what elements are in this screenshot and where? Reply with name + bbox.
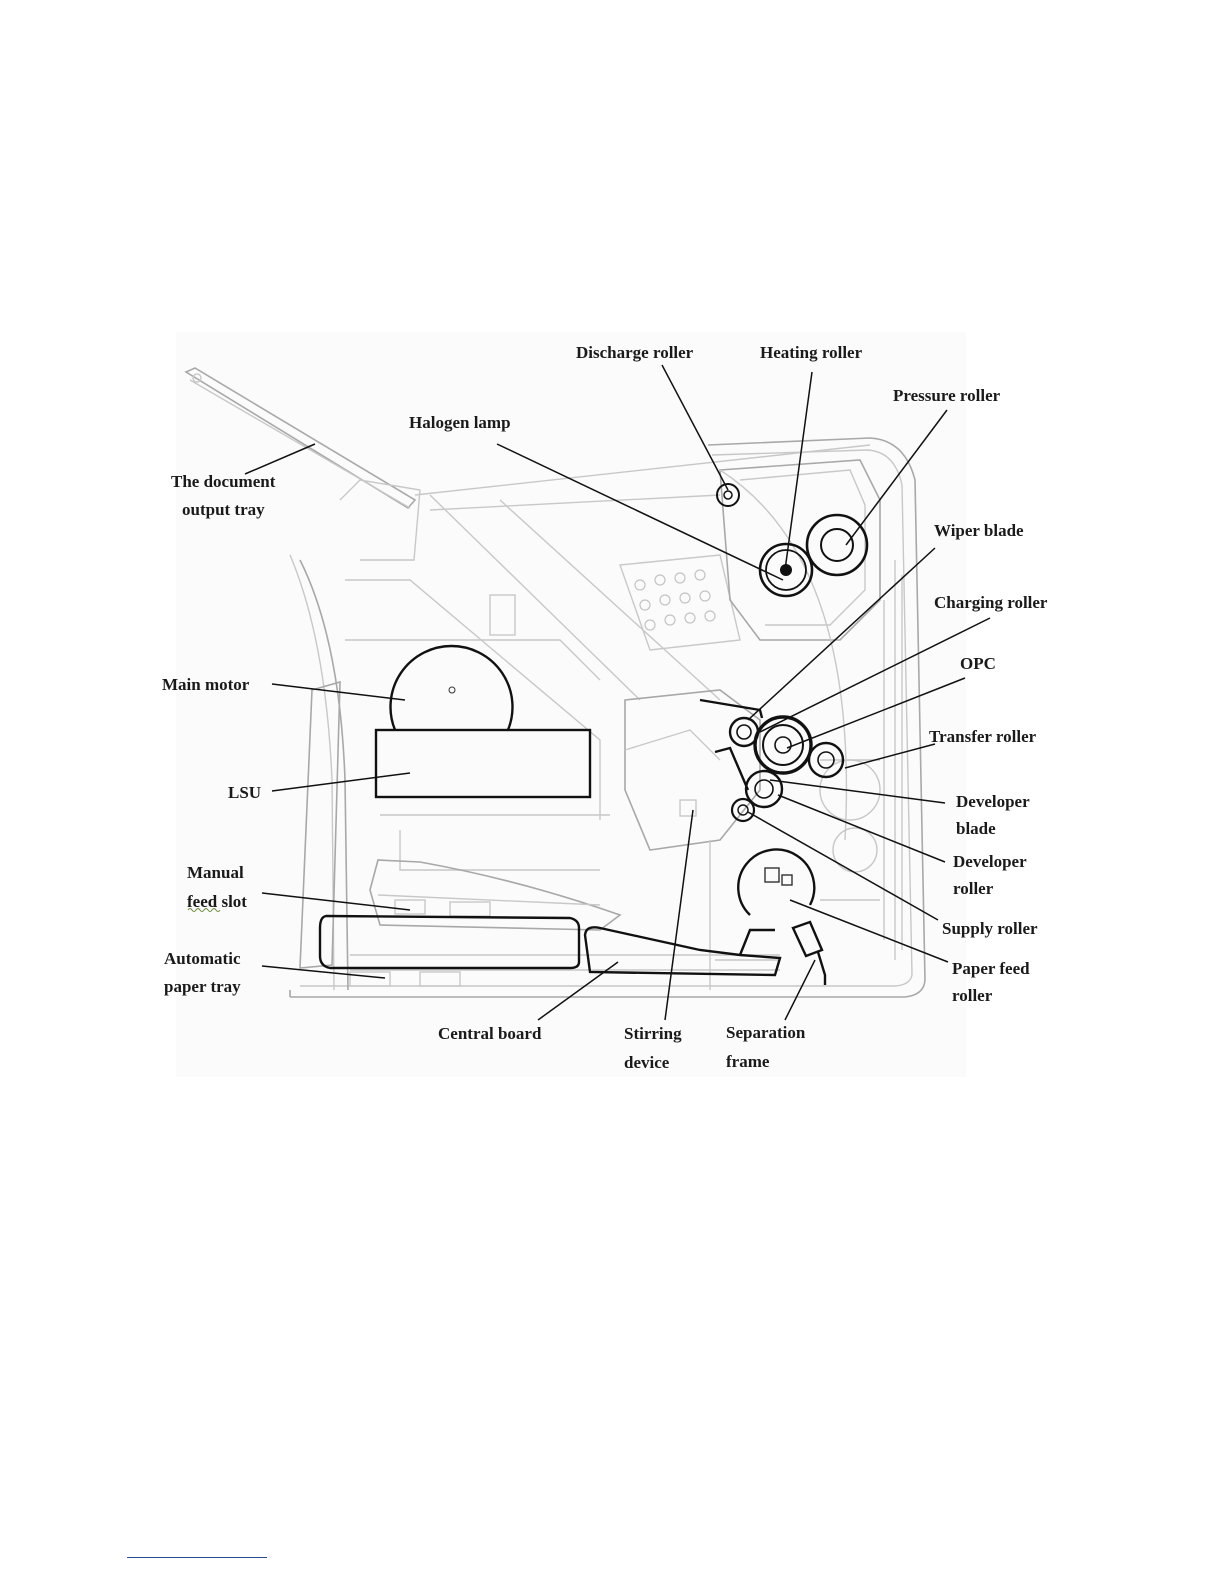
label-heating-roller: Heating roller — [760, 343, 863, 362]
label-opc: OPC — [960, 654, 996, 673]
label-main-motor: Main motor — [162, 675, 250, 694]
figure-background — [176, 332, 966, 1077]
label-lsu: LSU — [228, 783, 261, 802]
label-developer-roller-line2: roller — [953, 879, 994, 898]
label-developer-roller-line1: Developer — [953, 852, 1027, 871]
label-separation-frame-line2: frame — [726, 1052, 770, 1071]
label-developer-blade-line1: Developer — [956, 792, 1030, 811]
label-charging-roller: Charging roller — [934, 593, 1048, 612]
label-pressure-roller: Pressure roller — [893, 386, 1001, 405]
label-automatic-paper-tray-line2: paper tray — [164, 977, 241, 996]
label-paper-feed-roller-line1: Paper feed — [952, 959, 1030, 978]
label-wiper-blade: Wiper blade — [934, 521, 1024, 540]
label-central-board: Central board — [438, 1024, 542, 1043]
label-discharge-roller: Discharge roller — [576, 343, 694, 362]
label-document-output-tray-line1: The document — [171, 472, 276, 491]
label-developer-blade-line2: blade — [956, 819, 996, 838]
label-automatic-paper-tray-line1: Automatic — [164, 949, 241, 968]
label-transfer-roller: Transfer roller — [929, 727, 1037, 746]
label-separation-frame-line1: Separation — [726, 1023, 806, 1042]
label-manual-feed-slot-line2: feed slot — [187, 892, 247, 911]
label-manual-feed-slot-line1: Manual — [187, 863, 244, 882]
label-stirring-device-line1: Stirring — [624, 1024, 682, 1043]
label-stirring-device-line2: device — [624, 1053, 670, 1072]
footnote-separator — [127, 1557, 267, 1558]
label-document-output-tray-line2: output tray — [182, 500, 265, 519]
label-paper-feed-roller-line2: roller — [952, 986, 993, 1005]
label-halogen-lamp: Halogen lamp — [409, 413, 511, 432]
label-supply-roller: Supply roller — [942, 919, 1038, 938]
